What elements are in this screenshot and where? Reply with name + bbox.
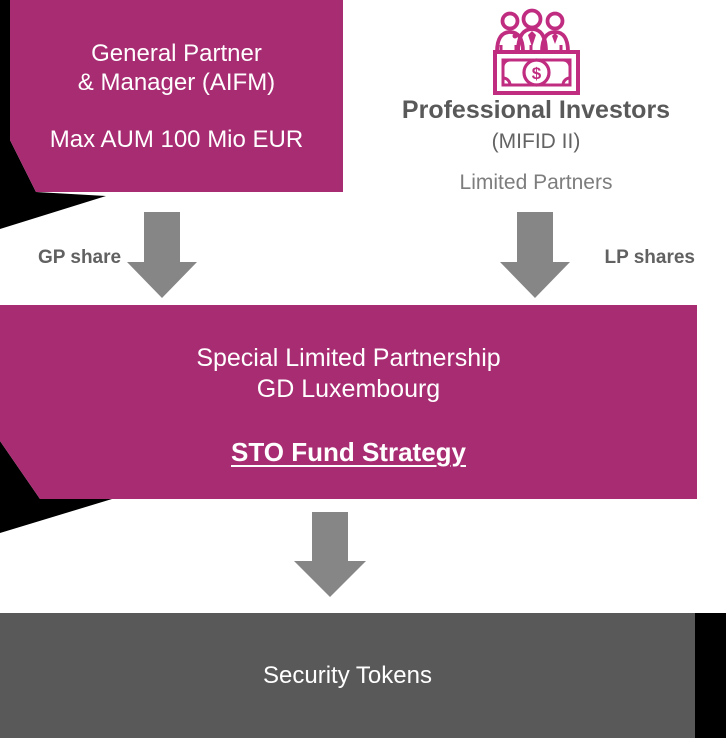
gp-share-arrow-icon [127, 212, 197, 298]
gp-box-line1: General Partner [91, 40, 262, 67]
security-tokens-label: Security Tokens [263, 661, 432, 689]
investors-subtitle: (MIFID II) [491, 130, 581, 153]
dollar-glyph: $ [532, 64, 542, 83]
general-partner-box: General Partner & Manager (AIFM) Max AUM… [10, 0, 343, 192]
ribbon-bottom-right [695, 613, 726, 738]
tokens-arrow-icon [294, 512, 366, 597]
slp-box-line1: Special Limited Partnership [196, 344, 501, 372]
lp-shares-arrow-icon [500, 212, 570, 298]
investors-group-money-icon: $ [493, 8, 580, 95]
professional-investors-block: Professional Investors (MIFID II) Limite… [391, 96, 681, 195]
investors-caption: Limited Partners [459, 171, 613, 194]
lp-shares-label: LP shares [604, 247, 695, 268]
investors-title: Professional Investors [401, 96, 671, 124]
sto-fund-strategy-label: STO Fund Strategy [231, 437, 466, 467]
gp-box-line2: & Manager (AIFM) [77, 69, 276, 96]
gp-share-label: GP share [38, 247, 122, 268]
slp-box-line2: GD Luxembourg [256, 375, 441, 403]
special-limited-partnership-box: Special Limited Partnership GD Luxembour… [0, 305, 697, 499]
gp-box-aum: Max AUM 100 Mio EUR [49, 126, 304, 153]
security-tokens-box: Security Tokens [0, 613, 695, 738]
